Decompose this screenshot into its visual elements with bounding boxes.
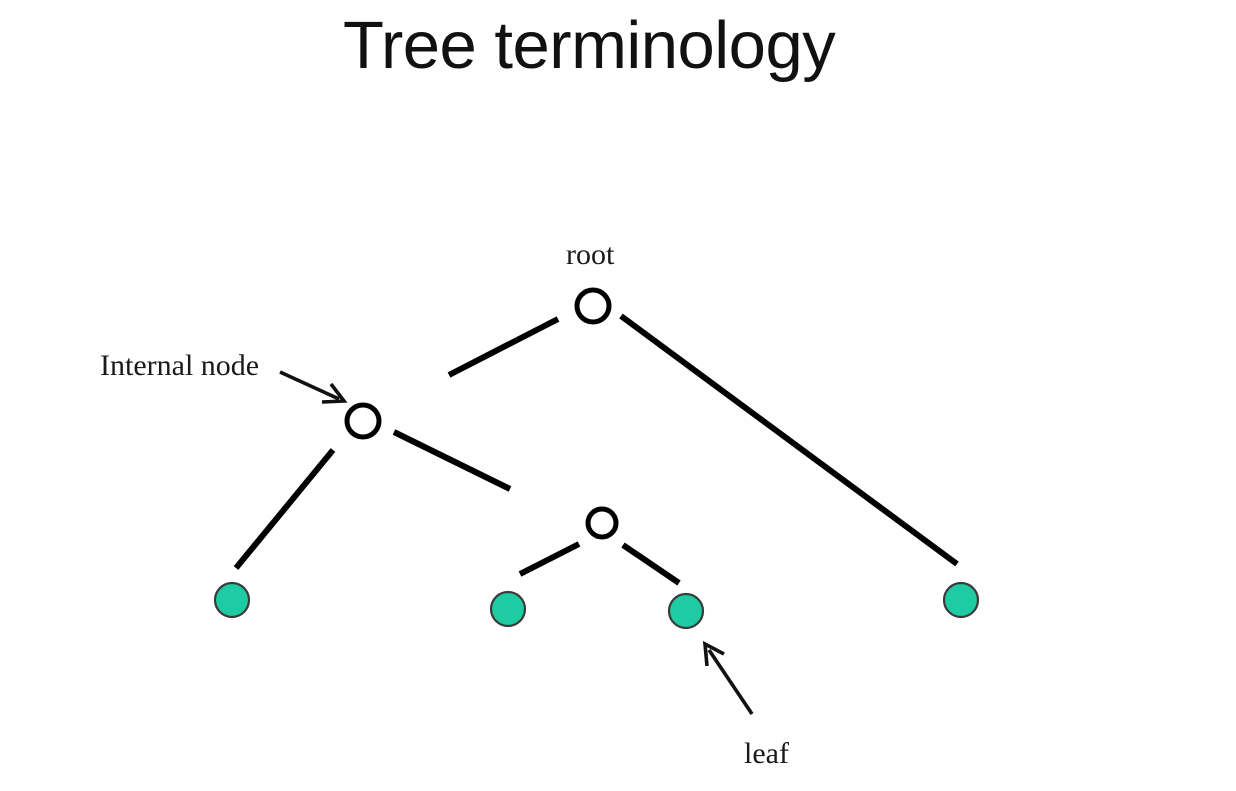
leaf-node-2	[489, 590, 527, 628]
edge-root-to-leaf-4	[619, 313, 959, 567]
leaf-node-1	[213, 581, 251, 619]
internal-node-arrow	[279, 370, 348, 404]
edge-internal-2-to-leaf-2	[518, 541, 581, 577]
leaf-arrow-shaft	[707, 648, 754, 716]
internal-node-label: Internal node	[100, 349, 260, 382]
edge-internal-2-to-leaf-3	[621, 542, 681, 586]
internal-node-arrow-shaft	[279, 370, 340, 401]
edge-internal-1-to-leaf-1	[233, 448, 336, 570]
root-node	[574, 287, 612, 325]
root-label: root	[566, 238, 615, 271]
leaf-arrowhead-icon	[702, 640, 725, 667]
leaf-node-3	[667, 592, 705, 630]
leaf-node-4	[942, 581, 980, 619]
leaf-arrow	[702, 640, 754, 716]
edge-internal-1-to-internal-2	[392, 429, 512, 492]
internal-node-2	[585, 506, 619, 540]
leaf-label: leaf	[744, 737, 789, 770]
edge-root-to-internal-1	[447, 316, 560, 378]
internal-node-arrowhead-icon	[321, 382, 348, 404]
internal-node-1	[344, 402, 382, 440]
slide-title: Tree terminology	[343, 8, 836, 83]
